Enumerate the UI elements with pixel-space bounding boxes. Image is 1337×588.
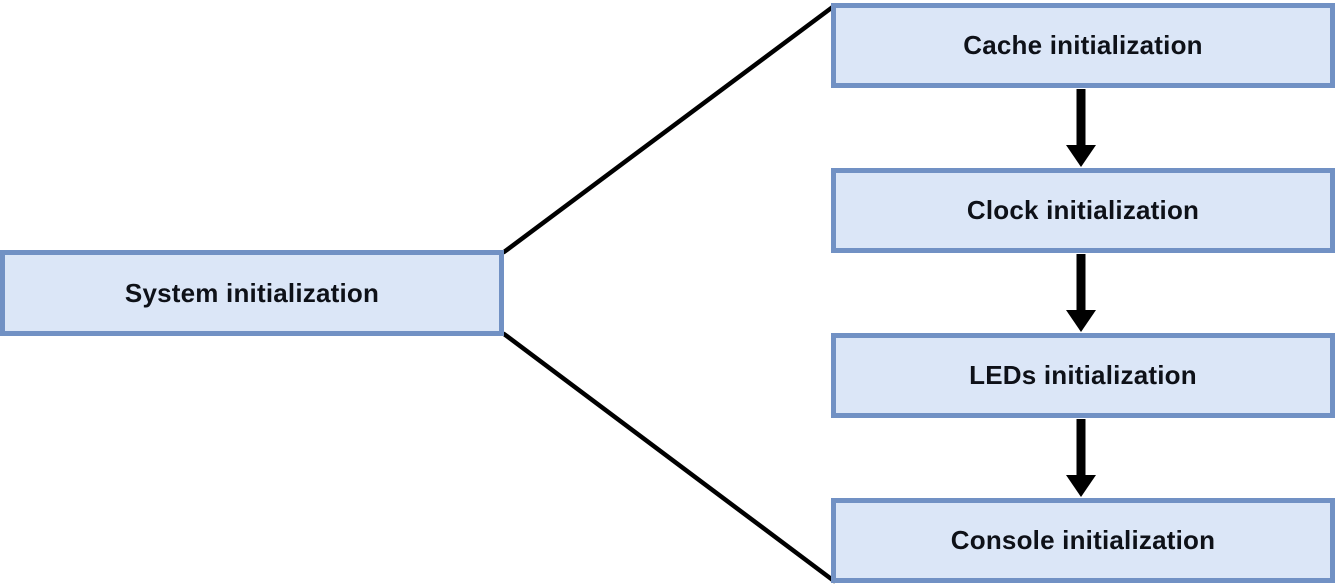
node-label: Console initialization [950,525,1216,555]
node-clock-initialization: Clock initialization [831,168,1335,253]
node-label: System initialization [124,277,380,308]
arrow-down-icon [1066,419,1096,497]
node-label: Cache initialization [963,30,1203,60]
node-console-initialization: Console initialization [831,498,1335,583]
arrow-down-icon [1066,254,1096,332]
arrow-down-icon [1066,89,1096,167]
node-cache-initialization: Cache initialization [831,3,1335,88]
connector-line-root-to-console [501,331,837,584]
node-system-initialization: System initialization [0,250,504,336]
connector-line-root-to-cache [501,3,837,255]
node-leds-initialization: LEDs initialization [831,333,1335,418]
node-label: LEDs initialization [969,360,1197,390]
node-label: Clock initialization [966,195,1200,225]
